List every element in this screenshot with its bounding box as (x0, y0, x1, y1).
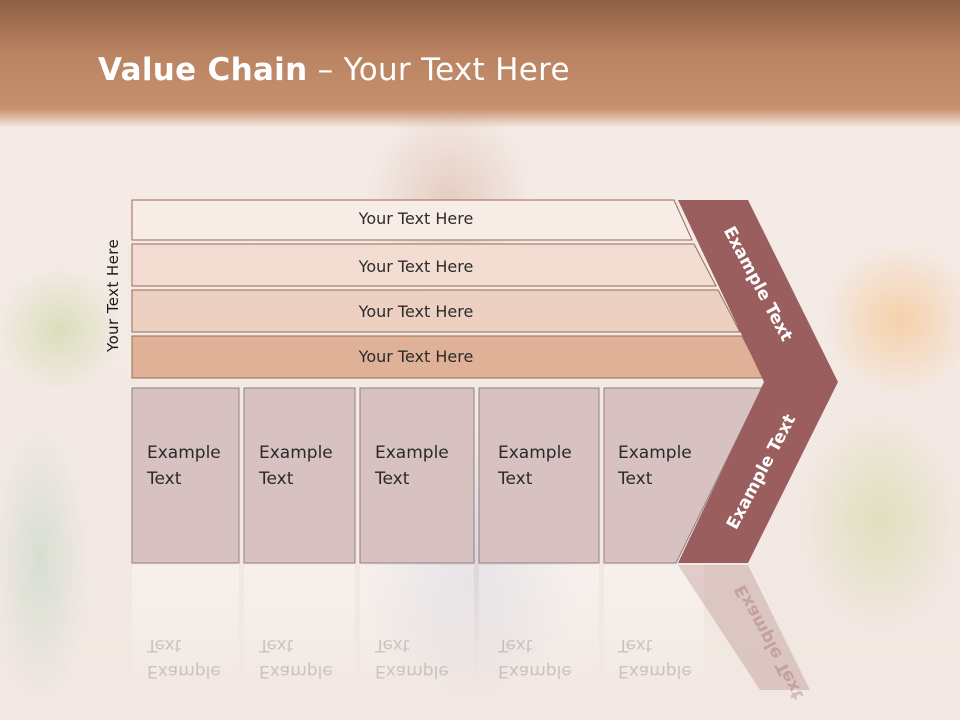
cell-reflection-text-2: Example Text (259, 635, 333, 681)
chevron-reflection (678, 565, 810, 690)
cell-reflection-5 (604, 565, 704, 705)
row-label-3: Your Text Here (358, 302, 474, 321)
row-label-4: Your Text Here (358, 347, 474, 366)
title-banner (0, 0, 960, 128)
cell-box-5 (603, 387, 763, 564)
cell-box-2 (243, 387, 356, 564)
cell-reflection-text-3: Example Text (375, 635, 449, 681)
title-rest: – Your Text Here (307, 52, 570, 88)
title-bold: Value Chain (98, 52, 308, 88)
cell-box-4 (478, 387, 600, 564)
row-band-1 (131, 199, 693, 241)
cell-label-2: Example Text (259, 443, 333, 489)
page-title: Value Chain – Your Text Here (98, 52, 570, 88)
cell-reflection-1 (132, 565, 239, 705)
row-band-3 (131, 289, 741, 333)
cell-label-1: Example Text (147, 443, 221, 489)
row-band-2 (131, 243, 717, 287)
cell-reflection-text-5: Example Text (618, 635, 692, 681)
cell-label-5: Example Text (618, 443, 692, 489)
cell-reflection-3 (360, 565, 474, 705)
cell-box-1 (131, 387, 240, 564)
cell-reflection-text-1: Example Text (147, 635, 221, 681)
row-label-2: Your Text Here (358, 257, 474, 276)
cell-label-3: Example Text (375, 443, 449, 489)
cell-box-3 (359, 387, 475, 564)
cell-label-4: Example Text (498, 443, 572, 489)
row-label-1: Your Text Here (358, 209, 474, 228)
cell-reflection-2 (244, 565, 355, 705)
cell-reflection-text-4: Example Text (498, 635, 572, 681)
cell-reflection-4 (479, 565, 599, 705)
chevron-arrow (678, 200, 838, 563)
